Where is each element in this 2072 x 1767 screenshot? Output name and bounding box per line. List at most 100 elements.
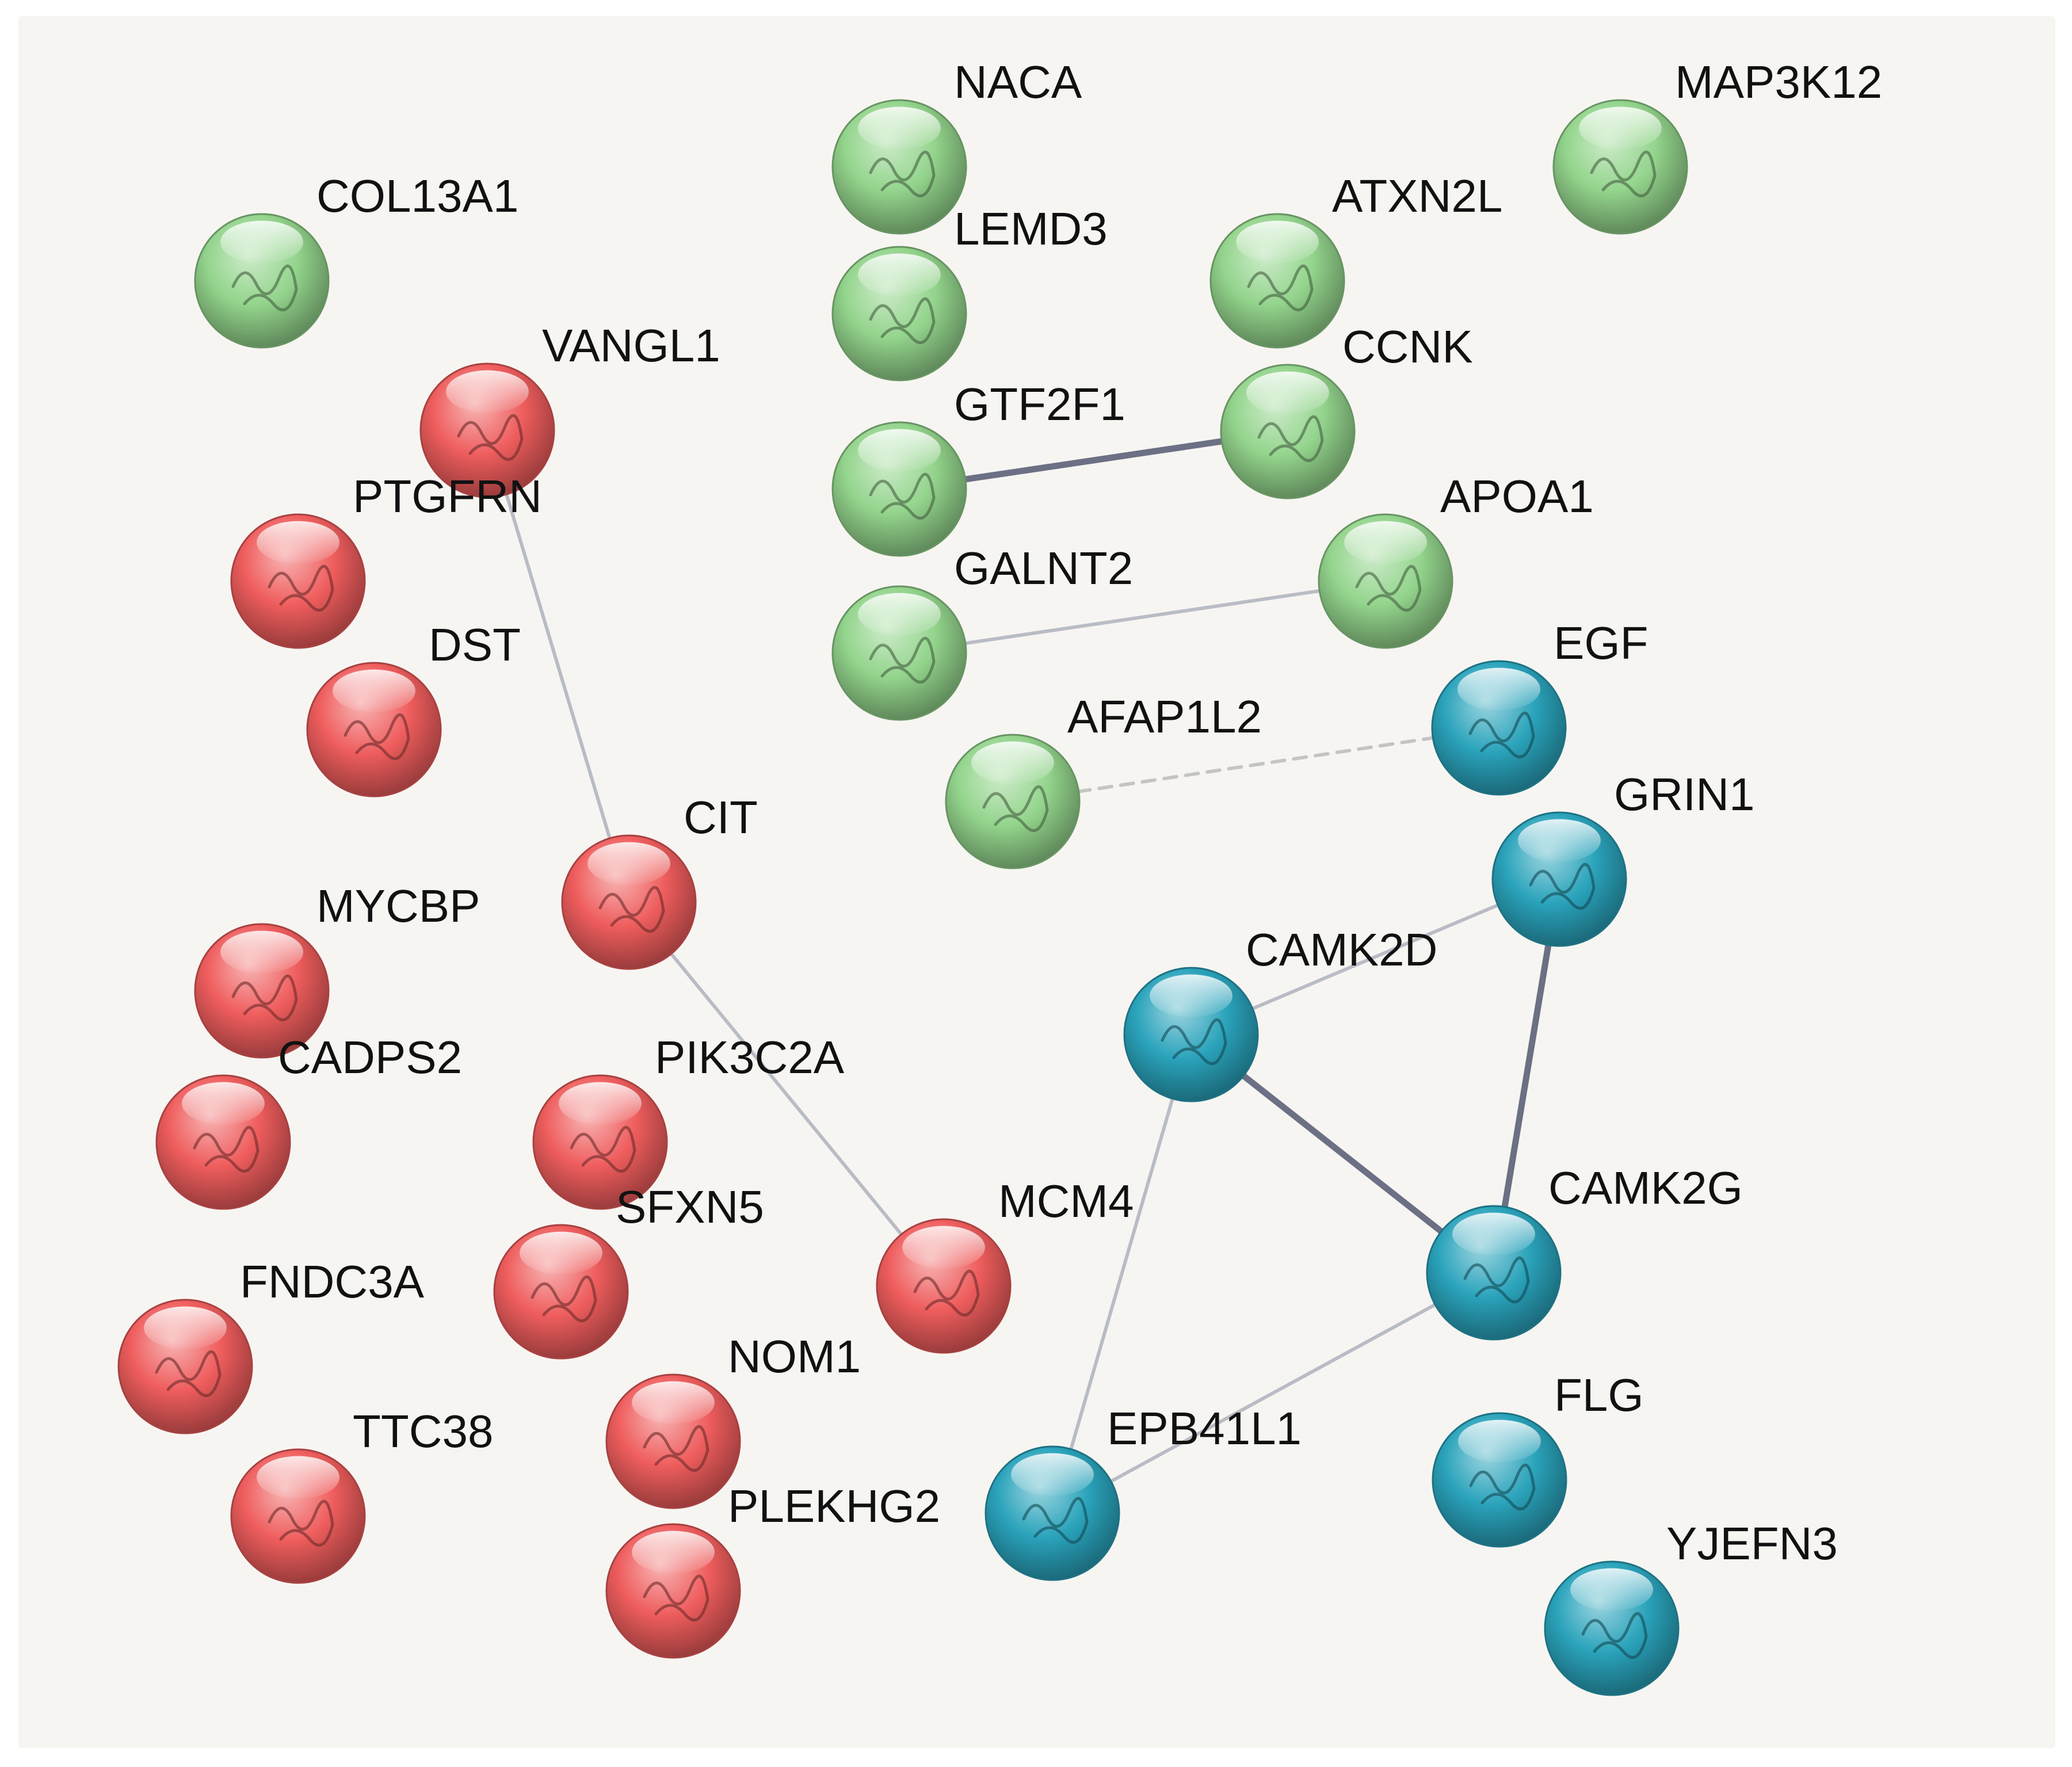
- node-highlight: [632, 1531, 715, 1574]
- node-highlight: [1150, 974, 1232, 1017]
- node-atxn2l[interactable]: ATXN2L: [1209, 170, 1502, 349]
- node-galnt2[interactable]: GALNT2: [831, 543, 1133, 721]
- edge-afap1l2-egf: [1011, 726, 1501, 803]
- node-label: CAMK2D: [1246, 924, 1437, 975]
- structure-icon: [643, 1574, 709, 1622]
- node-label: PIK3C2A: [655, 1032, 845, 1083]
- node-mycbp[interactable]: MYCBP: [194, 880, 480, 1059]
- structure-icon: [869, 297, 936, 345]
- node-highlight: [182, 1082, 265, 1125]
- edge-vangl1-cit: [486, 429, 631, 904]
- structure-icon: [1529, 862, 1596, 910]
- node-label: CIT: [684, 792, 758, 843]
- node-label: DST: [429, 619, 521, 670]
- structure-icon: [344, 713, 410, 761]
- node-label: NOM1: [728, 1331, 861, 1382]
- node-fndc3a[interactable]: FNDC3A: [117, 1256, 425, 1434]
- node-label: TTC38: [353, 1406, 494, 1457]
- node-vangl1[interactable]: VANGL1: [419, 320, 720, 498]
- structure-icon: [869, 636, 936, 684]
- edge-galnt2-apoa1: [898, 579, 1387, 655]
- structure-icon: [1161, 1018, 1227, 1066]
- structure-icon: [1355, 564, 1422, 612]
- node-highlight: [220, 220, 303, 264]
- node-nom1[interactable]: NOM1: [605, 1331, 861, 1509]
- edge-camk2d-epb41l1: [1051, 1033, 1193, 1515]
- structure-icon: [231, 974, 298, 1022]
- node-camk2d[interactable]: CAMK2D: [1123, 924, 1437, 1102]
- node-highlight: [144, 1306, 227, 1349]
- node-label: LEMD3: [954, 203, 1108, 254]
- node-label: GTF2F1: [954, 379, 1125, 430]
- node-highlight: [257, 1456, 339, 1499]
- node-cadps2[interactable]: CADPS2: [155, 1032, 462, 1210]
- node-highlight: [1458, 1419, 1541, 1463]
- node-highlight: [446, 370, 529, 413]
- node-highlight: [1344, 521, 1427, 564]
- node-plekhg2[interactable]: PLEKHG2: [605, 1480, 940, 1659]
- node-highlight: [1246, 371, 1329, 414]
- edge-camk2g-epb41l1: [1051, 1271, 1495, 1515]
- node-label: NACA: [954, 56, 1082, 108]
- node-label: CADPS2: [278, 1032, 462, 1083]
- node-label: ATXN2L: [1332, 170, 1502, 222]
- node-afap1l2[interactable]: AFAP1L2: [945, 691, 1262, 869]
- structure-icon: [1247, 264, 1314, 312]
- structure-icon: [643, 1425, 709, 1472]
- node-highlight: [971, 741, 1054, 784]
- node-highlight: [858, 593, 941, 636]
- structure-icon: [1468, 711, 1535, 759]
- node-label: PTGFRN: [353, 471, 542, 522]
- node-naca[interactable]: NACA: [831, 56, 1082, 235]
- structure-icon: [1590, 150, 1657, 198]
- structure-icon: [193, 1125, 260, 1173]
- node-highlight: [632, 1381, 715, 1424]
- node-ttc38[interactable]: TTC38: [230, 1406, 494, 1584]
- node-highlight: [559, 1082, 642, 1125]
- structure-icon: [531, 1275, 597, 1323]
- node-col13a1[interactable]: COL13A1: [194, 170, 518, 349]
- node-map3k12[interactable]: MAP3K12: [1552, 56, 1882, 235]
- node-lemd3[interactable]: LEMD3: [831, 203, 1108, 381]
- structure-icon: [1463, 1256, 1530, 1304]
- structure-icon: [1581, 1612, 1648, 1659]
- node-highlight: [333, 669, 415, 712]
- node-highlight: [858, 253, 941, 296]
- structure-icon: [231, 264, 298, 312]
- node-label: MYCBP: [316, 880, 480, 932]
- node-label: MAP3K12: [1675, 56, 1882, 108]
- structure-icon: [155, 1350, 222, 1398]
- node-highlight: [1457, 667, 1540, 711]
- node-ptgfrn[interactable]: PTGFRN: [230, 471, 542, 649]
- node-apoa1[interactable]: APOA1: [1318, 471, 1594, 649]
- node-egf[interactable]: EGF: [1431, 617, 1648, 796]
- node-gtf2f1[interactable]: GTF2F1: [831, 379, 1125, 557]
- node-highlight: [1011, 1453, 1094, 1496]
- node-dst[interactable]: DST: [306, 619, 521, 797]
- node-epb41l1[interactable]: EPB41L1: [985, 1403, 1302, 1581]
- node-flg[interactable]: FLG: [1432, 1369, 1644, 1548]
- structure-icon: [869, 472, 936, 520]
- structure-icon: [982, 785, 1049, 833]
- node-highlight: [587, 842, 670, 885]
- node-grin1[interactable]: GRIN1: [1491, 769, 1755, 947]
- node-yjefn3[interactable]: YJEFN3: [1544, 1518, 1838, 1696]
- node-label: CCNK: [1342, 321, 1473, 372]
- node-highlight: [902, 1226, 985, 1269]
- node-mcm4[interactable]: MCM4: [876, 1176, 1134, 1354]
- node-label: FLG: [1554, 1369, 1644, 1421]
- structure-icon: [268, 564, 334, 612]
- node-ccnk[interactable]: CCNK: [1220, 321, 1473, 499]
- structure-icon: [1469, 1463, 1536, 1511]
- node-highlight: [1518, 819, 1601, 862]
- node-pik3c2a[interactable]: PIK3C2A: [532, 1032, 845, 1210]
- node-cit[interactable]: CIT: [561, 792, 758, 970]
- node-label: FNDC3A: [240, 1256, 425, 1307]
- structure-icon: [598, 886, 665, 933]
- node-highlight: [1570, 1568, 1653, 1611]
- edge-cit-mcm4: [627, 900, 945, 1288]
- node-sfxn5[interactable]: SFXN5: [493, 1181, 764, 1360]
- node-camk2g[interactable]: CAMK2G: [1426, 1162, 1743, 1341]
- node-highlight: [257, 521, 339, 564]
